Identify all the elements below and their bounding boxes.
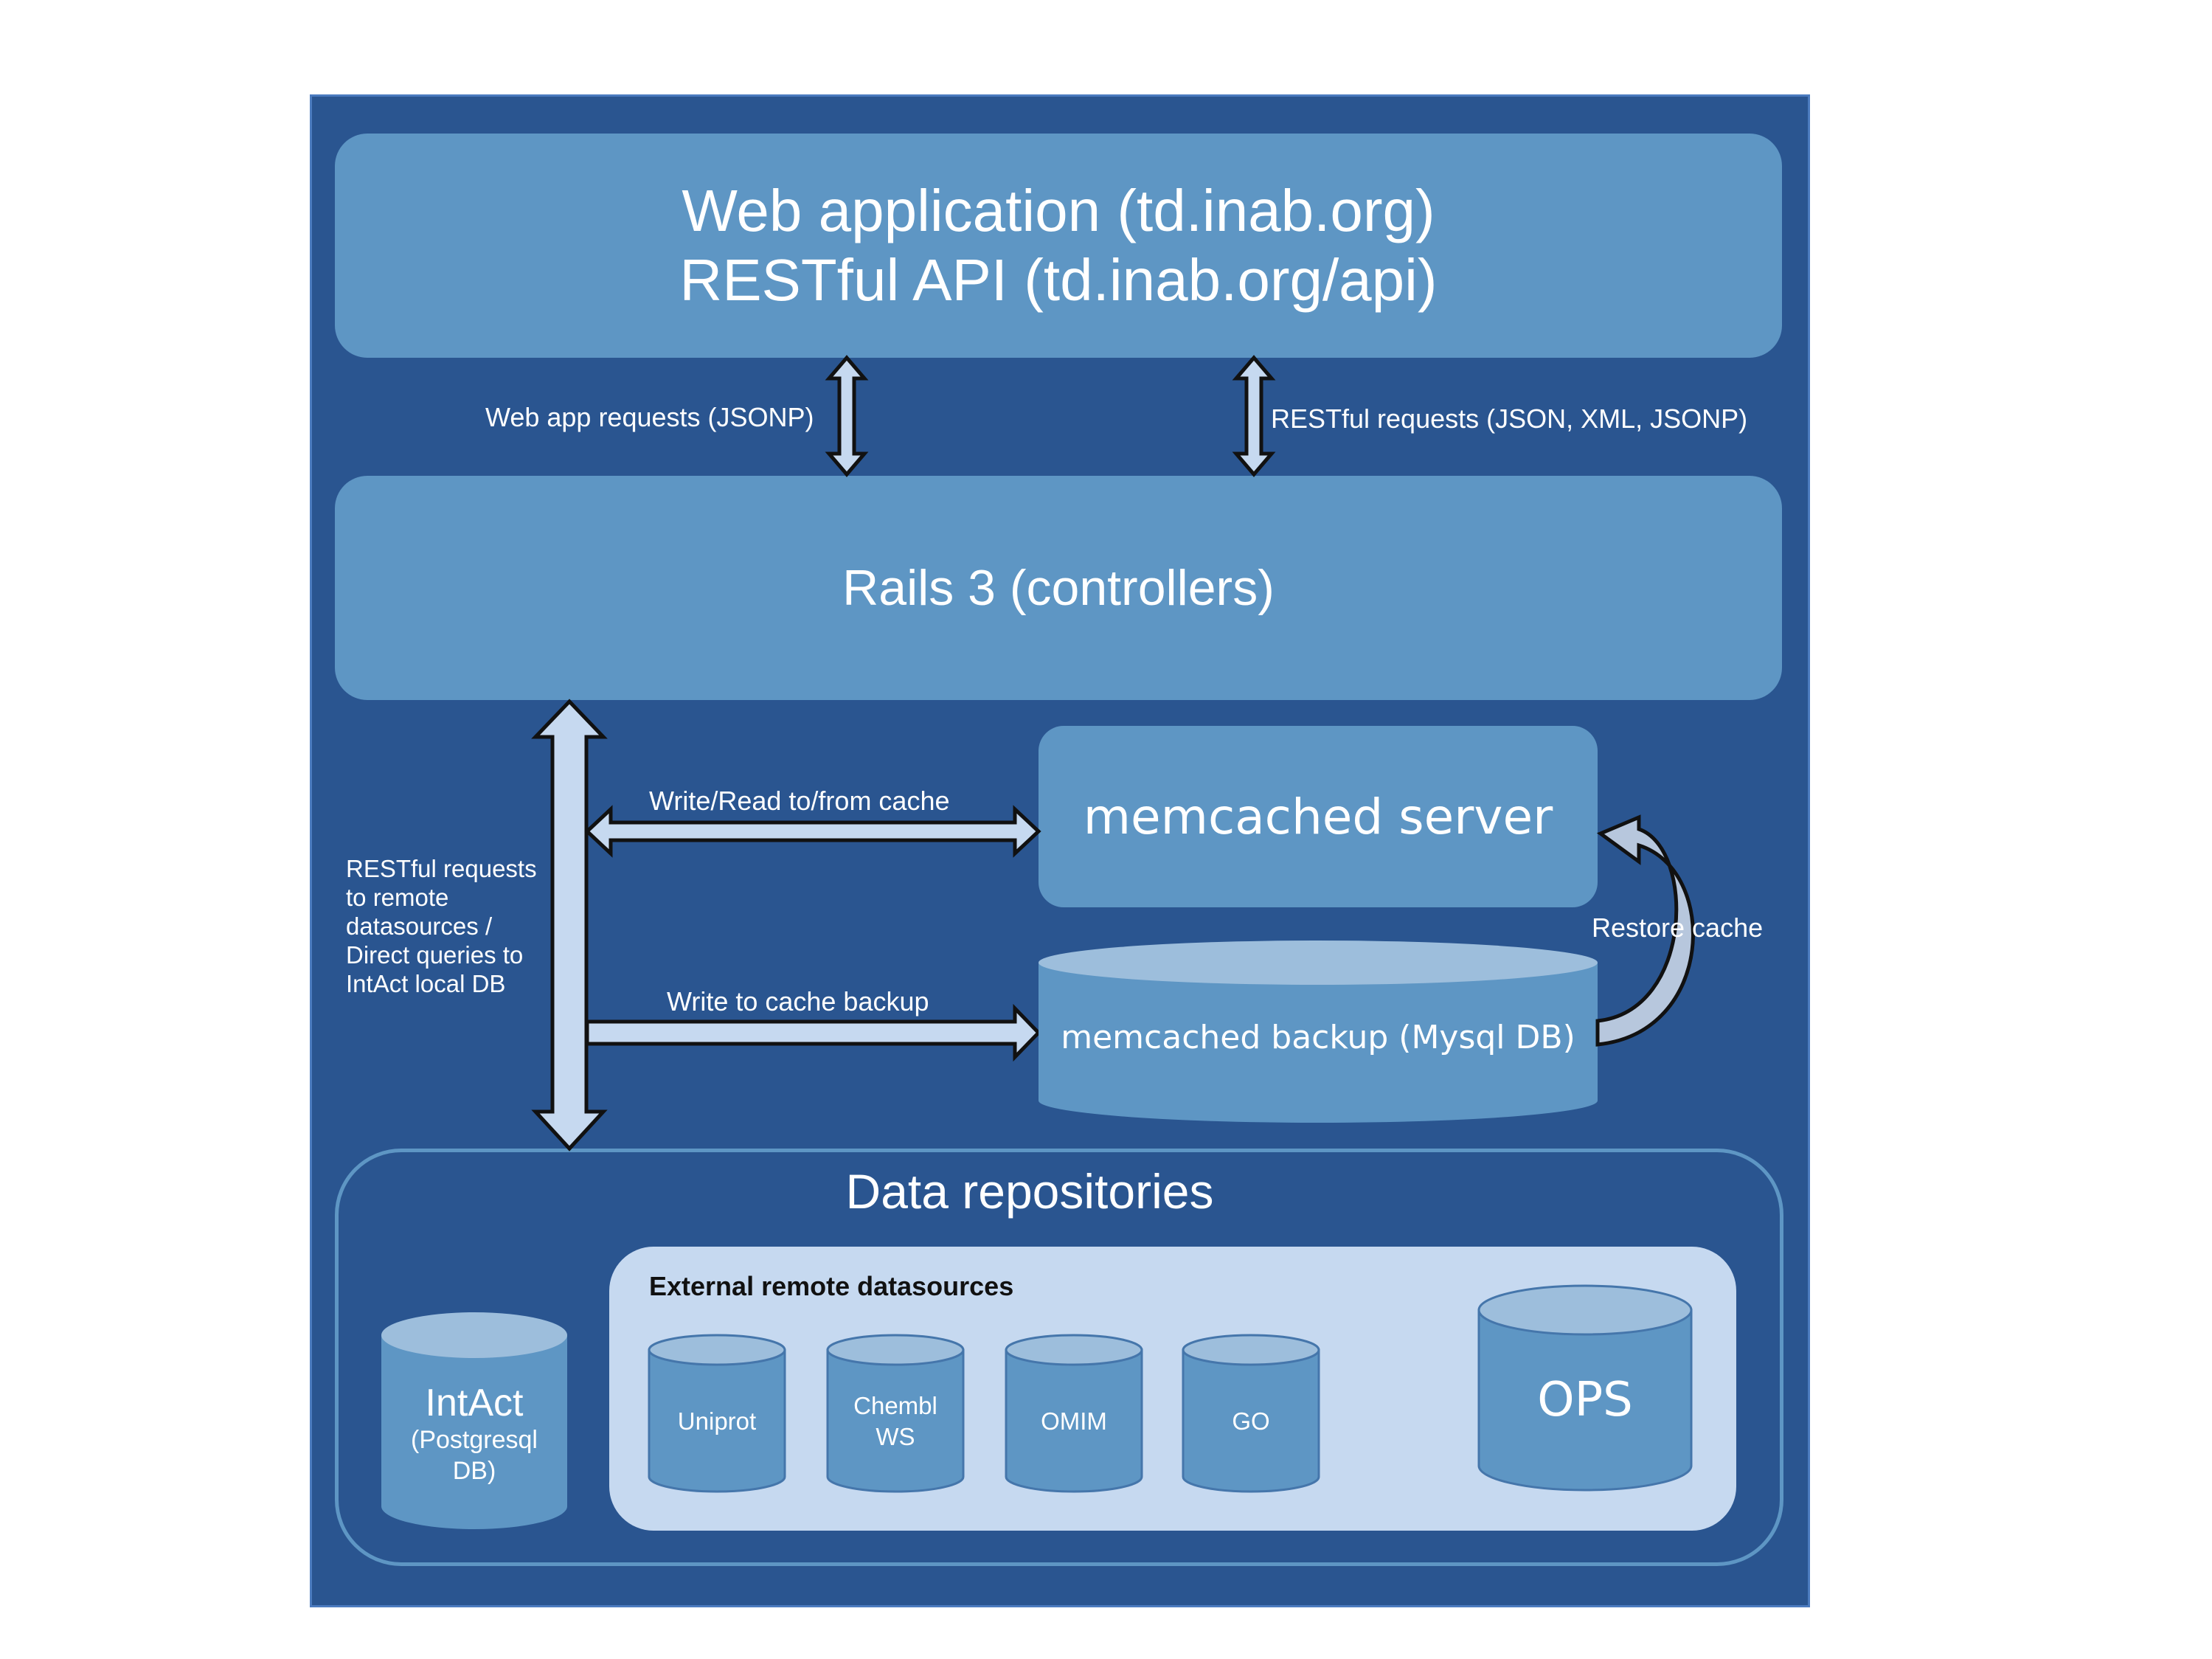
chembl-database-cylinder xyxy=(826,1334,965,1493)
restful-requests-label: RESTful requests (JSON, XML, JSONP) xyxy=(1271,404,1748,434)
intact-name: IntAct xyxy=(425,1382,524,1424)
intact-sub2: DB) xyxy=(452,1457,496,1485)
ops-label: OPS xyxy=(1537,1373,1633,1427)
intact-sub1: (Postgresql xyxy=(411,1426,538,1454)
intact-database-cylinder xyxy=(381,1312,567,1529)
memcached-server-label: memcached server xyxy=(1083,788,1553,845)
web-application-box: Web application (td.inab.org) RESTful AP… xyxy=(335,134,1782,358)
web-app-requests-label: Web app requests (JSONP) xyxy=(485,402,814,432)
uniprot-label: Uniprot xyxy=(677,1407,757,1435)
web-application-label: Web application (td.inab.org) xyxy=(682,178,1435,243)
restore-cache-label: Restore cache xyxy=(1592,912,1764,943)
intact-label: IntAct (Postgresql DB) xyxy=(381,1382,567,1486)
web-app-requests-arrow xyxy=(825,355,869,477)
rails-controllers-label: Rails 3 (controllers) xyxy=(842,560,1275,616)
memcached-server-box: memcached server xyxy=(1039,726,1598,907)
go-label: GO xyxy=(1232,1407,1270,1435)
restful-api-label: RESTful API (td.inab.org/api) xyxy=(679,247,1438,313)
rails-controllers-box: Rails 3 (controllers) xyxy=(335,476,1782,700)
restful-requests-arrow xyxy=(1232,355,1276,477)
chembl-label: Chembl WS xyxy=(853,1392,937,1450)
cache-backup-arrow xyxy=(585,1003,1041,1062)
ops-database-cylinder xyxy=(1477,1284,1693,1492)
data-repositories-title: Data repositories xyxy=(845,1164,1214,1219)
external-datasources-title: External remote datasources xyxy=(649,1271,1014,1301)
omim-database-cylinder xyxy=(1005,1334,1143,1493)
omim-label: OMIM xyxy=(1041,1407,1107,1435)
remote-datasources-arrow xyxy=(531,699,608,1151)
memcached-backup-label: memcached backup (Mysql DB) xyxy=(1061,1019,1575,1056)
remote-requests-label: RESTful requests to remote datasources /… xyxy=(346,855,537,997)
go-database-cylinder xyxy=(1182,1334,1320,1493)
write-read-cache-label: Write/Read to/from cache xyxy=(649,786,950,816)
data-repositories-container xyxy=(335,1149,1783,1566)
write-cache-backup-label: Write to cache backup xyxy=(667,986,929,1016)
uniprot-database-cylinder xyxy=(648,1334,786,1493)
restore-cache-arrow xyxy=(1595,814,1695,1047)
memcached-backup-cylinder xyxy=(1039,941,1598,1123)
cache-read-write-arrow xyxy=(584,805,1041,858)
